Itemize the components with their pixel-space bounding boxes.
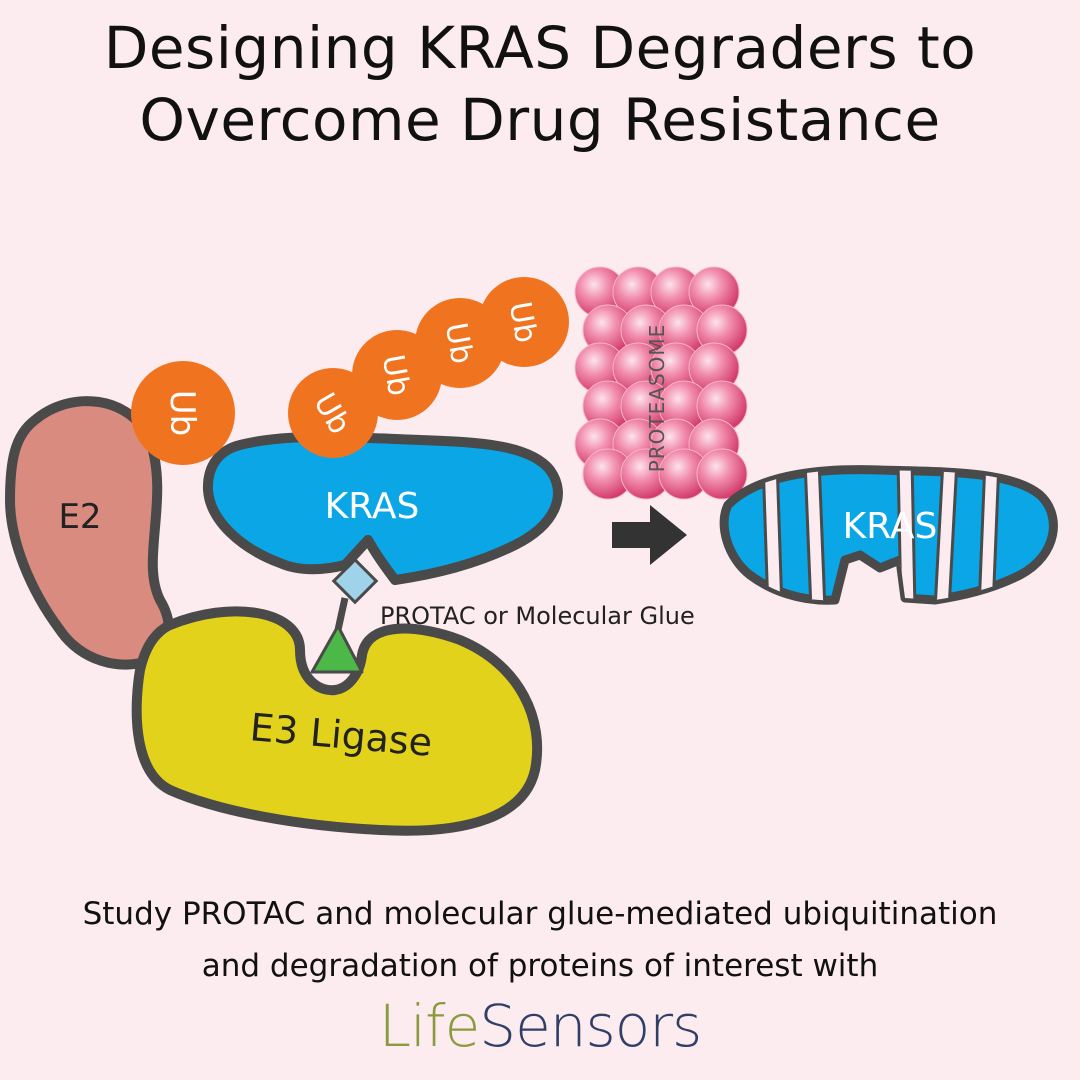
kras-degraded-label: KRAS: [843, 506, 938, 547]
ubiquitin-chain-4: Ub: [479, 277, 569, 367]
page-title: Designing KRAS Degraders to Overcome Dru…: [0, 12, 1080, 156]
kras-shape: [202, 431, 563, 585]
proteasome-label: PROTEASOME: [645, 324, 669, 473]
proteasome-subunit: [696, 448, 748, 500]
logo-part-sensors: Sensors: [479, 992, 702, 1060]
ubiquitin-e2: Ub: [131, 361, 235, 465]
linker-box: [331, 557, 379, 605]
caption-line-1: Study PROTAC and molecular glue-mediated…: [82, 896, 998, 932]
ubiquitin-label: Ub: [438, 320, 480, 366]
e2-label: E2: [58, 497, 101, 537]
e3-ligase-shape: [131, 606, 543, 836]
linker-triangle: [310, 624, 364, 674]
ubiquitin-label: Ub: [162, 390, 202, 436]
proteasome: [574, 266, 748, 500]
logo-part-life: Life: [378, 992, 481, 1060]
caption-line-2: and degradation of proteins of interest …: [201, 948, 879, 984]
ubiquitin-label: Ub: [375, 352, 417, 398]
arrow-icon: [612, 505, 687, 565]
title-line-1: Designing KRAS Degraders to: [103, 14, 977, 82]
caption: Study PROTAC and molecular glue-mediated…: [0, 888, 1080, 992]
lifesensors-logo: LifeSensors: [0, 990, 1080, 1062]
kras-label: KRAS: [325, 486, 420, 527]
linker-label: PROTAC or Molecular Glue: [380, 602, 695, 630]
title-line-2: Overcome Drug Resistance: [139, 86, 941, 154]
kras-degraded: KRAS: [719, 465, 1058, 605]
linker-stem: [334, 597, 349, 631]
ubiquitin-label: Ub: [502, 299, 544, 345]
